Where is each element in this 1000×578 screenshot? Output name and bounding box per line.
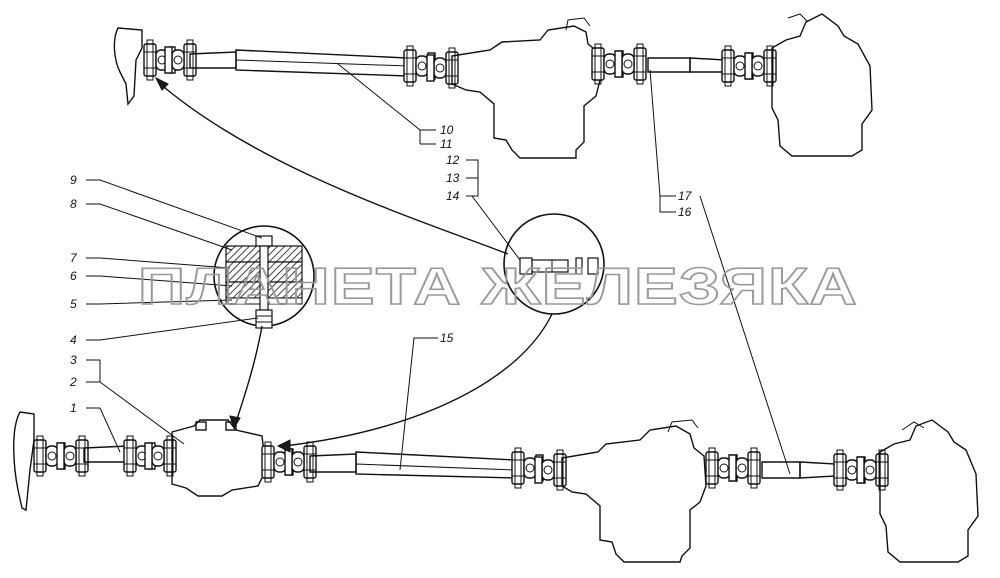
leader-lines bbox=[86, 63, 791, 475]
callout-7: 7 bbox=[70, 251, 78, 265]
callout-4: 4 bbox=[70, 333, 77, 347]
callout-8: 8 bbox=[70, 197, 77, 211]
callout-1: 1 bbox=[70, 401, 77, 415]
callout-11: 11 bbox=[440, 137, 452, 151]
top-driveline bbox=[113, 13, 873, 159]
detail-connectors bbox=[154, 76, 553, 453]
callout-13: 13 bbox=[446, 171, 460, 185]
detail-view-bolt bbox=[503, 213, 605, 315]
callout-3: 3 bbox=[70, 353, 77, 367]
detail-view-support bbox=[213, 225, 315, 329]
callout-9: 9 bbox=[70, 173, 77, 187]
callout-16: 16 bbox=[678, 205, 692, 219]
callout-17: 17 bbox=[678, 189, 693, 203]
callout-labels: 10 11 12 13 14 17 16 15 9 8 7 6 5 4 3 2 … bbox=[69, 123, 693, 415]
callout-6: 6 bbox=[70, 269, 77, 283]
callout-2: 2 bbox=[69, 375, 77, 389]
callout-5: 5 bbox=[70, 297, 77, 311]
watermark-text: ПЛАНЕТА ЖЕЛЕЗЯКА bbox=[138, 258, 858, 316]
callout-15: 15 bbox=[440, 331, 454, 345]
callout-14: 14 bbox=[446, 189, 460, 203]
bottom-driveline bbox=[13, 411, 979, 563]
callout-12: 12 bbox=[446, 153, 460, 167]
callout-10: 10 bbox=[440, 123, 454, 137]
